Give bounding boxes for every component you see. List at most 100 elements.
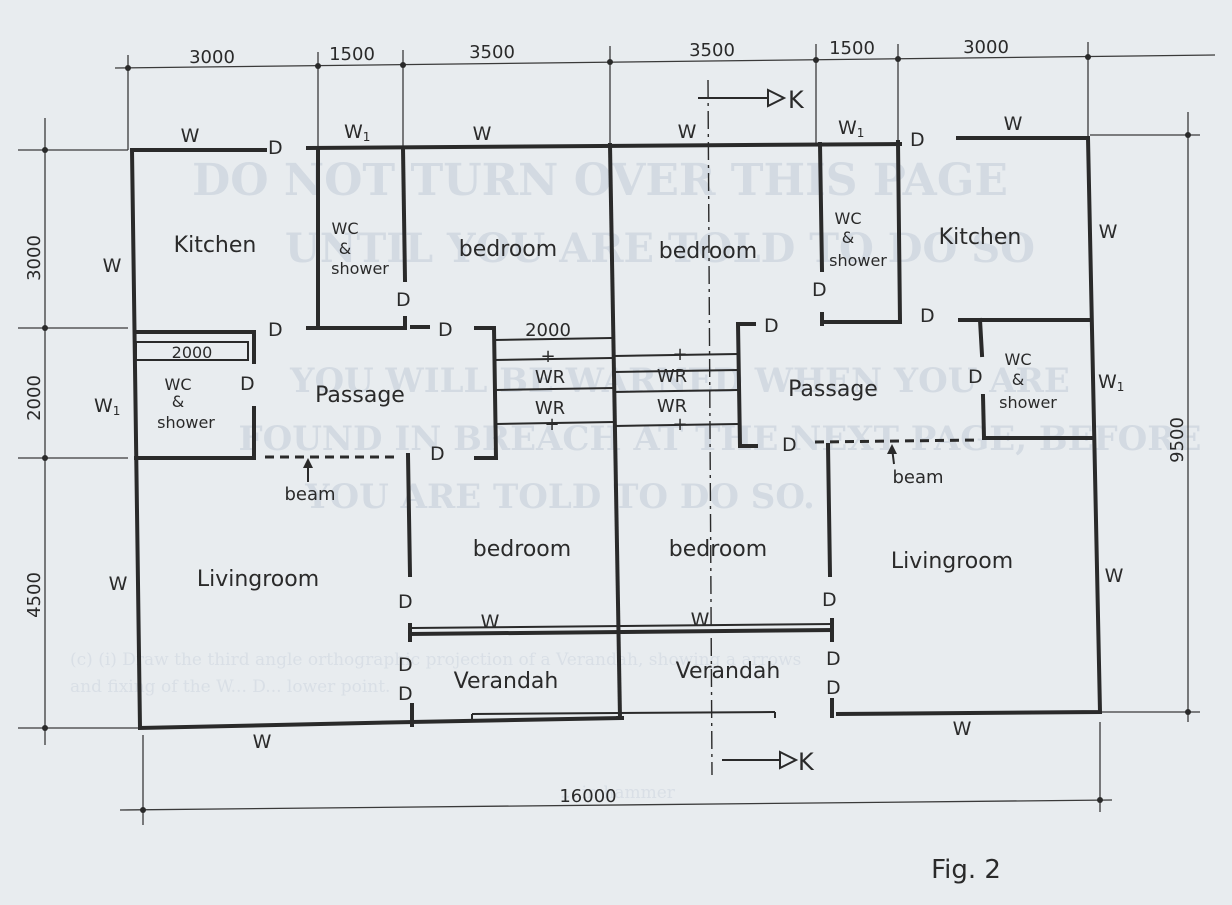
- room-kitchen-right: Kitchen: [939, 225, 1022, 250]
- door-label: D: [398, 683, 413, 705]
- beam-label-left: beam: [284, 484, 335, 505]
- door-label: D: [268, 319, 283, 341]
- door-label: D: [812, 279, 827, 301]
- window-labels: W W W W W W W W W W W W W1 W1 W1 W1: [94, 113, 1124, 753]
- svg-text:+: +: [672, 414, 687, 435]
- door-label: D: [826, 677, 841, 699]
- svg-text:&: &: [842, 228, 854, 247]
- door-label: D: [910, 129, 925, 151]
- svg-text:WC: WC: [165, 375, 192, 394]
- dim-left-1: 3000: [24, 235, 45, 281]
- svg-text:WC: WC: [1005, 350, 1032, 369]
- svg-text:+: +: [540, 346, 555, 367]
- door-label: D: [396, 289, 411, 311]
- svg-text:+: +: [672, 344, 687, 365]
- dim-left-3: 4500: [24, 572, 45, 618]
- dimension-lines: [18, 42, 1216, 825]
- ghost-line-5: YOU ARE TOLD TO DO SO.: [304, 477, 815, 517]
- ghost-line-3: YOU WILL BE WARNED WHEN YOU ARE: [289, 361, 1070, 401]
- background-show-through: DO NOT TURN OVER THIS PAGE UNTIL YOU ARE…: [70, 155, 1201, 803]
- wardrobe-label: WR: [535, 398, 565, 419]
- door-label: D: [240, 373, 255, 395]
- wardrobe-label: WR: [657, 396, 687, 417]
- dim-top-2: 1500: [329, 44, 375, 65]
- ghost-question-3: ... in hammer: [560, 783, 676, 803]
- door-label: D: [398, 591, 413, 613]
- door-label: D: [764, 315, 779, 337]
- section-line-k: K K: [698, 79, 815, 776]
- beam-label-right: beam: [892, 467, 943, 488]
- section-mark-bottom: K: [798, 748, 815, 776]
- wc-shower-bottom-right: WC & shower: [999, 350, 1057, 412]
- room-kitchen-left: Kitchen: [174, 233, 257, 258]
- room-livingroom-left: Livingroom: [197, 567, 319, 592]
- room-livingroom-right: Livingroom: [891, 549, 1013, 574]
- window-label: W: [953, 718, 972, 740]
- window-label: W: [1099, 221, 1118, 243]
- room-verandah-right: Verandah: [676, 659, 781, 684]
- room-bedroom-top-right: bedroom: [659, 239, 757, 264]
- dim-top-3: 3500: [469, 42, 515, 63]
- window-label: W: [103, 255, 122, 277]
- dim-top-1: 3000: [189, 47, 235, 68]
- door-label: D: [430, 443, 445, 465]
- door-label: D: [920, 305, 935, 327]
- dim-top-6: 3000: [963, 37, 1009, 58]
- svg-text:&: &: [339, 239, 351, 258]
- walls: [129, 136, 1103, 731]
- wc-shower-bottom-left: WC & shower: [157, 375, 215, 432]
- window-label: W: [109, 573, 128, 595]
- svg-text:shower: shower: [999, 393, 1057, 412]
- figure-caption: Fig. 2: [931, 855, 1001, 885]
- door-label: D: [438, 319, 453, 341]
- room-bedroom-bottom-left: bedroom: [473, 537, 571, 562]
- dimension-values: 3000 1500 3500 3500 1500 3000 3000 2000 …: [24, 37, 1188, 807]
- window-small-label: W1: [838, 117, 864, 140]
- svg-text:shower: shower: [157, 413, 215, 432]
- door-label: D: [826, 648, 841, 670]
- wc-shower-top-left: WC & shower: [331, 219, 389, 278]
- window-label: W: [1004, 113, 1023, 135]
- wardrobe-labels: 2000 WR WR WR WR + + + +: [525, 320, 687, 435]
- window-small-label: W1: [94, 395, 120, 418]
- svg-text:&: &: [1012, 370, 1024, 389]
- door-labels: D D D D D D D D D D D D D D D D D D: [240, 129, 983, 705]
- room-passage-left: Passage: [315, 383, 405, 408]
- svg-text:+: +: [544, 414, 559, 435]
- door-label: D: [968, 366, 983, 388]
- dim-top-4: 3500: [689, 40, 735, 61]
- section-mark-top: K: [788, 86, 805, 114]
- ghost-question-2: and fixing of the W... D... lower point.: [70, 677, 390, 697]
- svg-text:WC: WC: [835, 209, 862, 228]
- dim-top-5: 1500: [829, 38, 875, 59]
- misc-labels: 2000 beam beam: [172, 343, 944, 505]
- room-passage-right: Passage: [788, 377, 878, 402]
- door-label: D: [782, 434, 797, 456]
- window-label: W: [473, 123, 492, 145]
- svg-text:shower: shower: [829, 251, 887, 270]
- window-small-label: W1: [1098, 371, 1124, 394]
- dim-right: 9500: [1167, 417, 1188, 463]
- wc-shower-top-right: WC & shower: [829, 209, 887, 270]
- door-label: D: [268, 137, 283, 159]
- window-label: W: [253, 731, 272, 753]
- wardrobe-width-label: 2000: [525, 320, 571, 341]
- window-label: W: [678, 121, 697, 143]
- window-label: W: [1105, 565, 1124, 587]
- window-label: W: [481, 611, 500, 633]
- wc-shower-labels: WC & shower WC & shower WC & shower WC &…: [157, 209, 1057, 432]
- dim-left-2: 2000: [24, 375, 45, 421]
- room-bedroom-top-left: bedroom: [459, 237, 557, 262]
- room-verandah-left: Verandah: [454, 669, 559, 694]
- dim-bottom: 16000: [559, 786, 616, 807]
- ghost-heading-1: DO NOT TURN OVER THIS PAGE: [192, 155, 1008, 206]
- ghost-heading-2: UNTIL YOU ARE TOLD TO DO SO: [285, 225, 1035, 272]
- door-label: D: [398, 654, 413, 676]
- svg-text:shower: shower: [331, 259, 389, 278]
- room-labels: Kitchen bedroom bedroom Kitchen Passage …: [174, 225, 1022, 694]
- wardrobe-label: WR: [535, 367, 565, 388]
- wardrobe-label: WR: [657, 366, 687, 387]
- svg-text:&: &: [172, 392, 184, 411]
- window-label: W: [691, 609, 710, 631]
